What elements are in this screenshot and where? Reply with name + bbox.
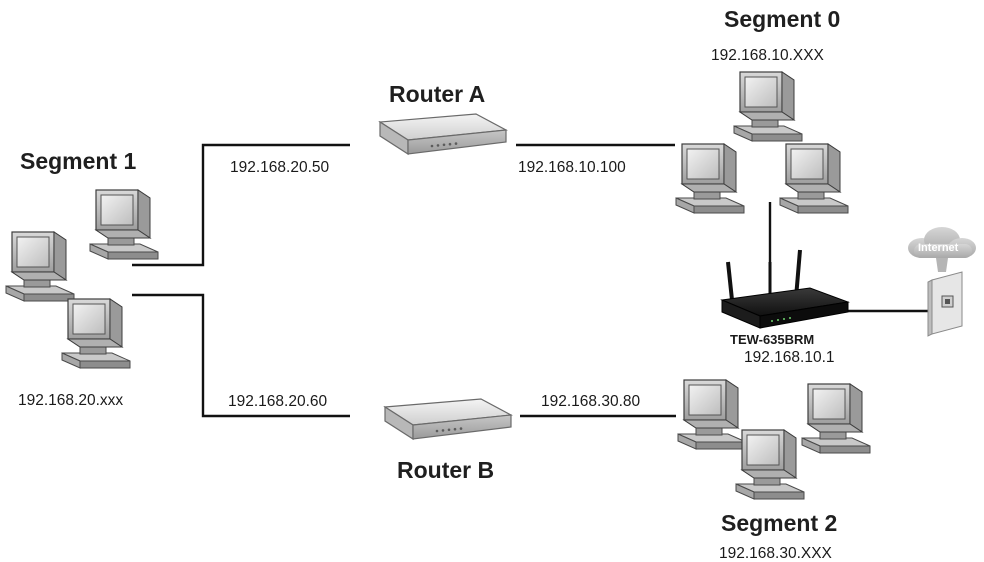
computer-icon <box>733 71 803 142</box>
internet-label: Internet <box>918 242 959 254</box>
computer-icon <box>5 231 75 302</box>
router-b-label: Router B <box>397 457 494 483</box>
wireless-router-icon <box>720 249 850 329</box>
router-a-group: Router A 192.168.20.50 192.168.10.100 <box>230 81 626 176</box>
router-b-ip-right: 192.168.30.80 <box>541 393 641 410</box>
connection-lines <box>132 143 940 418</box>
computer-icon <box>779 143 849 214</box>
computer-icon <box>675 143 745 214</box>
computer-icon <box>801 383 871 454</box>
router-a-label: Router A <box>389 81 485 107</box>
segment-2-title: Segment 2 <box>721 510 837 536</box>
segment1-to-router-b-line <box>132 293 350 418</box>
computer-icon <box>89 189 159 260</box>
computer-icon <box>61 298 131 369</box>
segment-1-title: Segment 1 <box>20 148 137 174</box>
router-icon <box>379 113 507 155</box>
router-a-ip-right: 192.168.10.100 <box>518 159 626 176</box>
router-icon <box>384 398 512 440</box>
segment-1-subnet: 192.168.20.xxx <box>18 392 123 409</box>
segment-0-subnet: 192.168.10.XXX <box>711 47 825 64</box>
gateway-model-label: TEW-635BRM <box>730 332 814 347</box>
segment1-to-router-a-line <box>132 143 350 267</box>
computer-icon <box>677 379 747 450</box>
segment-1-group: Segment 1 192.168.20.xxx <box>5 148 159 409</box>
router-a-ip-left: 192.168.20.50 <box>230 159 330 176</box>
segment-2-subnet: 192.168.30.XXX <box>719 545 833 562</box>
router-b-group: Router B 192.168.20.60 192.168.30.80 <box>228 393 641 483</box>
router-b-ip-left: 192.168.20.60 <box>228 393 328 410</box>
cloud-icon <box>908 227 976 272</box>
segment-0-title: Segment 0 <box>724 6 840 32</box>
segment-2-group: Segment 2 192.168.30.XXX <box>677 379 871 562</box>
segment-0-group: Segment 0 192.168.10.XXX <box>675 6 849 214</box>
wall-jack-icon <box>927 271 963 337</box>
gateway-ip: 192.168.10.1 <box>744 349 835 366</box>
computer-icon <box>735 429 805 500</box>
